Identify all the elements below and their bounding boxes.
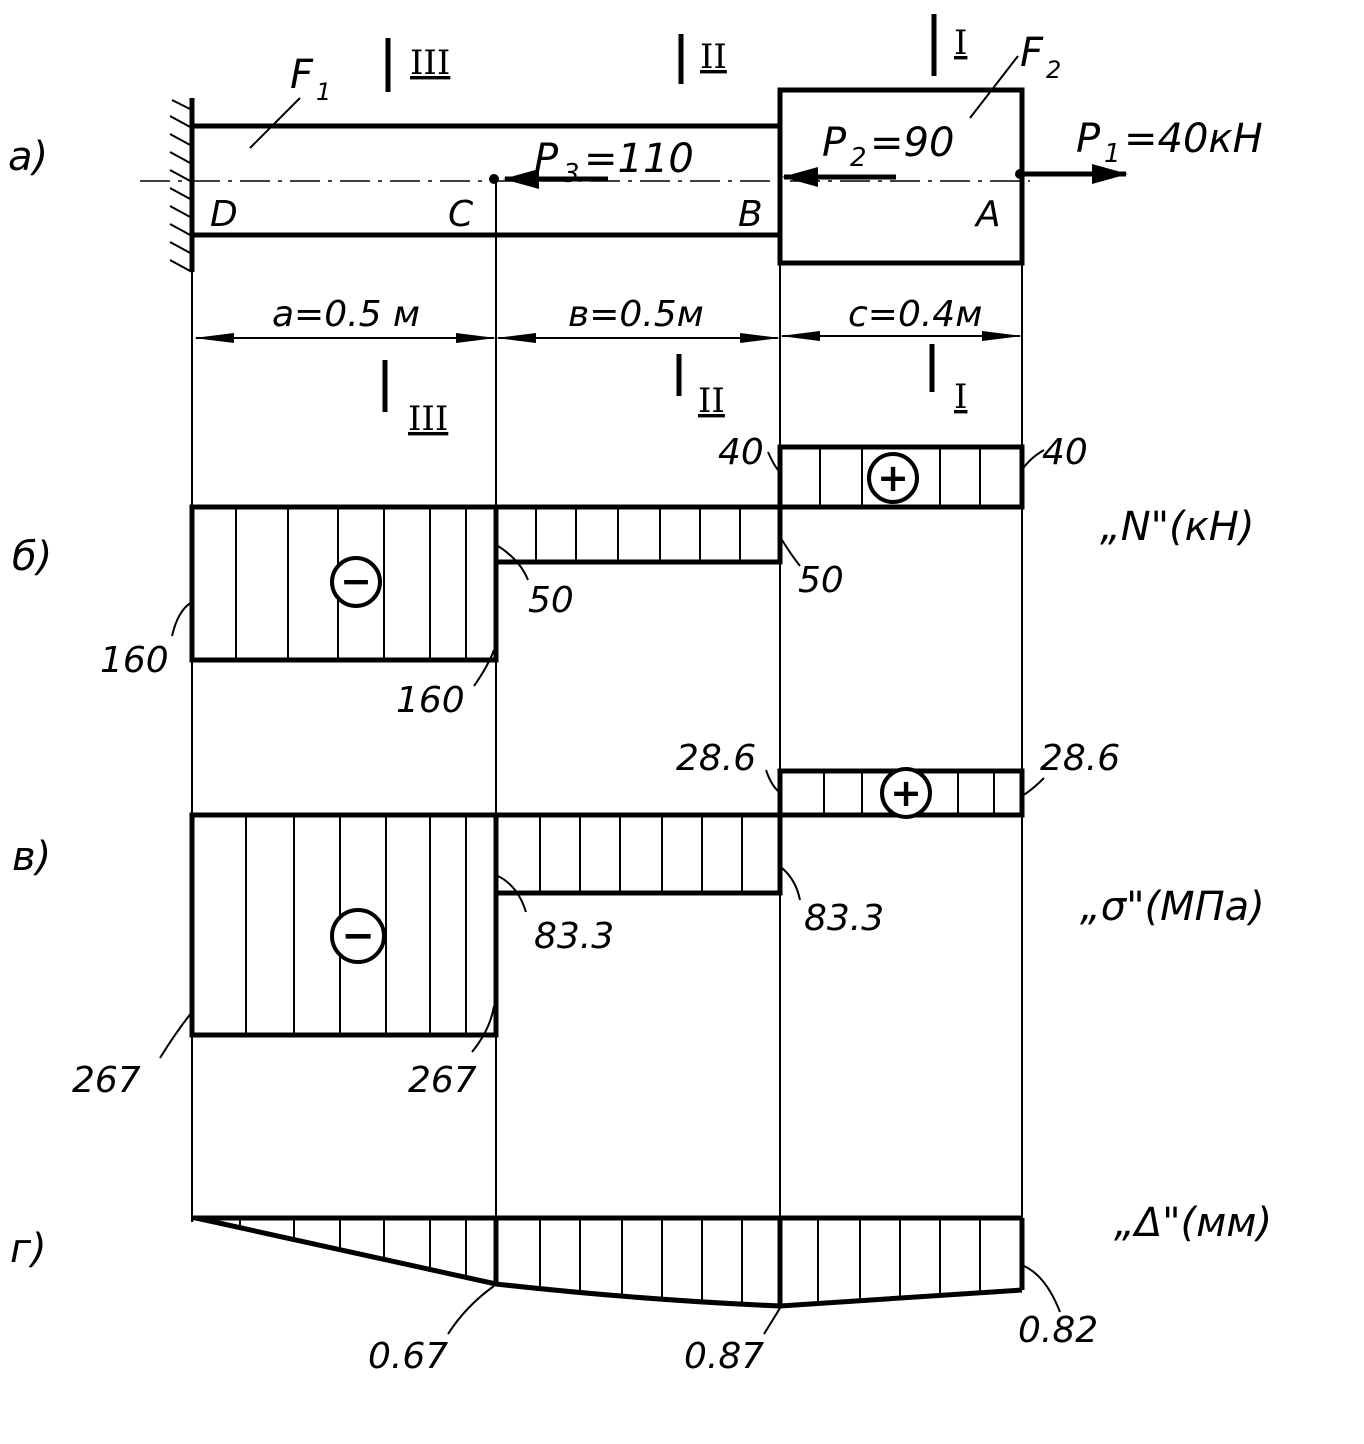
part-label-g: г) (10, 1226, 47, 1272)
diagram-delta-curve (195, 1215, 1023, 1309)
N-value-I-left: 40 (718, 432, 764, 473)
svg-text:II: II (700, 37, 727, 77)
diagram-N-hatch-I (819, 447, 981, 507)
svg-text:1: 1 (316, 78, 331, 106)
svg-text:1: 1 (1104, 139, 1121, 169)
dimension-a: a=0.5 м (272, 294, 420, 335)
area-label-F1: F 1 (249, 52, 331, 149)
svg-text:F: F (1020, 30, 1044, 76)
diagram-N-minus-sign: − (330, 556, 382, 608)
N-value-II-right: 50 (798, 560, 844, 601)
diagram-delta: г) „Δ"(мм) 0.67 0.87 (10, 1200, 1272, 1377)
N-value-I-right: 40 (1042, 432, 1088, 473)
area-label-F2: F 2 (969, 30, 1061, 119)
svg-text:=110: =110 (584, 136, 694, 182)
svg-text:P: P (534, 136, 559, 182)
svg-text:F: F (290, 52, 314, 98)
diagram-N-segment-I (777, 444, 1025, 510)
delta-value-C: 0.67 (368, 1336, 448, 1377)
svg-text:P: P (1076, 116, 1101, 162)
section-marks-bottom: III II I (382, 344, 967, 439)
svg-text:I: I (954, 377, 967, 417)
point-C-dot (489, 174, 499, 184)
svg-text:III: III (410, 43, 450, 83)
force-P1: P 1 =40кН (1022, 116, 1263, 184)
sigma-value-II-right: 83.3 (804, 898, 884, 939)
section-marks-top: III II I (385, 14, 967, 92)
diagram-N-title: „N"(кН) (1100, 504, 1255, 550)
svg-text:=40кН: =40кН (1124, 116, 1263, 162)
svg-text:III: III (408, 399, 448, 439)
beam-scheme: а) F 1 F 2 (8, 14, 1263, 1222)
diagram-N-hatch-II (535, 507, 741, 562)
N-value-II-left: 50 (528, 580, 574, 621)
sigma-value-I-right: 28.6 (1040, 738, 1120, 779)
sigma-value-I-left: 28.6 (676, 738, 756, 779)
part-label-v: в) (12, 834, 51, 880)
svg-text:2: 2 (850, 143, 867, 173)
diagram-sigma-minus-sign: − (330, 908, 386, 964)
delta-value-B: 0.87 (684, 1336, 764, 1377)
diagram-sigma-hatch-II (539, 815, 743, 893)
svg-text:=90: =90 (870, 120, 954, 166)
diagram-sigma-plus-sign: + (880, 767, 932, 819)
N-value-III-right: 160 (396, 680, 465, 721)
sigma-value-III-left: 267 (72, 1060, 141, 1101)
diagram-N-segment-III (189, 504, 499, 663)
delta-value-A: 0.82 (1018, 1310, 1098, 1351)
dimension-lines (191, 182, 1023, 1222)
svg-text:2: 2 (1046, 56, 1061, 84)
diagram-N: б) „N"(кН) + − (12, 432, 1255, 721)
sigma-value-II-left: 83.3 (534, 916, 614, 957)
dimension-c: c=0.4м (848, 294, 982, 335)
point-D: D (210, 194, 238, 235)
svg-text:+: + (877, 456, 909, 500)
point-B: B (738, 194, 763, 235)
svg-text:−: − (340, 559, 372, 603)
svg-text:II: II (698, 381, 725, 421)
svg-text:P: P (822, 120, 847, 166)
dimension-b: в=0.5м (568, 294, 704, 335)
svg-text:+: + (890, 771, 922, 815)
svg-text:I: I (954, 23, 967, 63)
force-P3: P 3 =110 (503, 136, 694, 189)
diagram-sigma-segment-III (189, 812, 499, 1038)
diagram-sigma-hatch-I (823, 771, 995, 815)
diagram-sigma-title: „σ"(МПа) (1080, 884, 1265, 930)
force-P2: P 2 =90 (782, 120, 954, 187)
diagram-delta-hatch (239, 1218, 981, 1304)
point-A: A (974, 194, 1001, 235)
N-value-III-left: 160 (100, 640, 169, 681)
part-label-a: а) (8, 134, 48, 180)
sigma-value-III-right: 267 (408, 1060, 477, 1101)
diagram-N-segment-II (493, 504, 783, 565)
point-C: C (448, 194, 474, 235)
svg-text:−: − (341, 913, 375, 959)
diagram-sigma-segment-II (493, 812, 783, 896)
diagram-N-plus-sign: + (867, 452, 919, 504)
part-label-b: б) (12, 534, 52, 580)
diagram-delta-title: „Δ"(мм) (1114, 1200, 1272, 1246)
wall-hatching (169, 99, 193, 273)
svg-text:3: 3 (563, 159, 580, 189)
diagram-sigma: в) „σ"(МПа) + − 28.6 28.6 (12, 738, 1265, 1101)
